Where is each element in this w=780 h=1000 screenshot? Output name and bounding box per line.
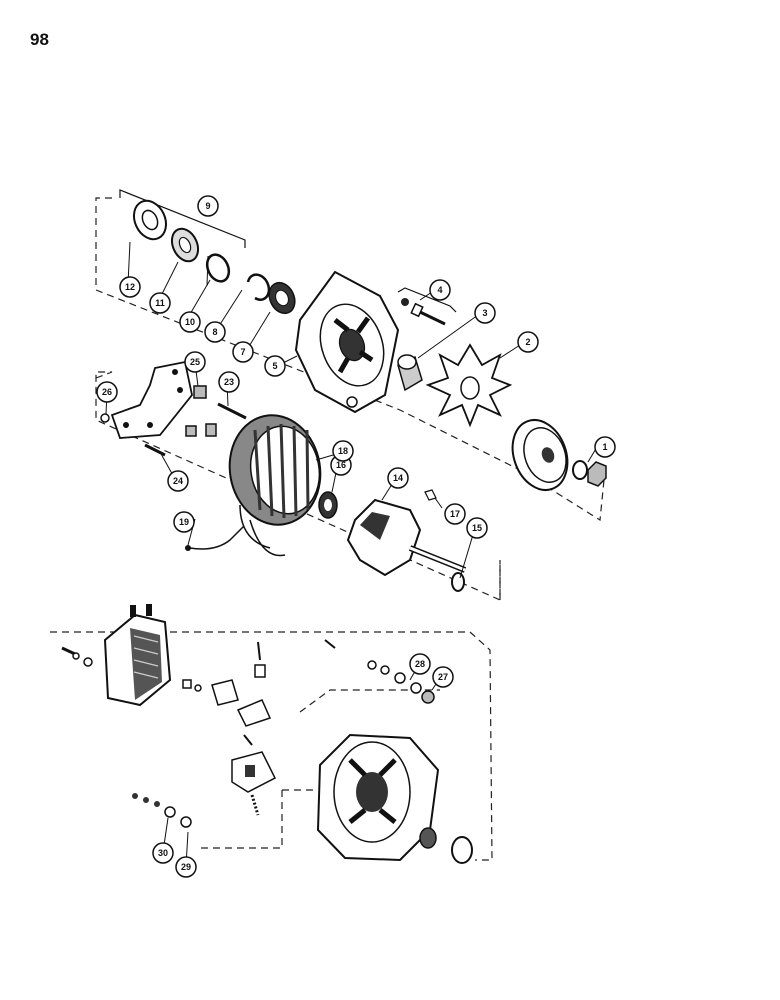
mounting-hardware — [182, 639, 336, 706]
svg-text:25: 25 — [190, 357, 200, 367]
svg-text:7: 7 — [240, 347, 245, 357]
front-group-outline — [95, 197, 606, 522]
svg-text:28: 28 — [415, 659, 425, 669]
svg-text:16: 16 — [336, 460, 346, 470]
callout-3: 3 — [474, 302, 496, 324]
nut-25 — [185, 385, 217, 437]
svg-text:3: 3 — [482, 308, 487, 318]
callout-25: 25 — [184, 351, 206, 373]
key-17 — [424, 489, 437, 501]
svg-text:23: 23 — [224, 377, 234, 387]
svg-text:12: 12 — [125, 282, 135, 292]
bolt-4 — [401, 298, 446, 326]
callout-27: 27 — [432, 666, 454, 688]
brush-link-outline — [200, 790, 283, 849]
callout-28: 28 — [409, 653, 431, 675]
svg-text:26: 26 — [102, 387, 112, 397]
callout-9: 9 — [197, 195, 219, 217]
rear-link-outline — [299, 689, 440, 713]
seal-washer-12 — [132, 199, 168, 241]
brush-holder — [231, 699, 277, 816]
snap-ring-8 — [246, 273, 271, 301]
regulator-screws — [61, 646, 93, 667]
callout-2: 2 — [517, 331, 539, 353]
callout-15: 15 — [466, 517, 488, 539]
svg-text:1: 1 — [602, 442, 607, 452]
spacer-3 — [397, 354, 423, 392]
bearing-7 — [268, 281, 296, 315]
callout-11: 11 — [149, 292, 171, 314]
rotor-14 — [346, 498, 467, 577]
washer-10 — [205, 253, 231, 283]
svg-text:19: 19 — [179, 517, 189, 527]
svg-text:5: 5 — [272, 361, 277, 371]
callout-30: 30 — [152, 842, 174, 864]
kit-bracket — [119, 189, 246, 248]
callout-8: 8 — [204, 321, 226, 343]
callout-4: 4 — [429, 279, 451, 301]
callout-18: 18 — [332, 440, 354, 462]
bearing-16 — [318, 491, 338, 519]
drive-end-frame-5 — [294, 270, 400, 414]
callout-17: 17 — [444, 503, 466, 525]
callout-12: 12 — [119, 276, 141, 298]
stator-18 — [228, 414, 322, 557]
svg-text:18: 18 — [338, 446, 348, 456]
rear-bearing — [419, 827, 473, 864]
screw-23 — [217, 402, 247, 420]
svg-text:8: 8 — [212, 327, 217, 337]
rectifier-bracket-26 — [100, 360, 193, 439]
svg-text:9: 9 — [205, 201, 210, 211]
lower-washers — [132, 793, 192, 828]
callout-5: 5 — [264, 355, 286, 377]
svg-text:30: 30 — [158, 848, 168, 858]
rear-washers — [367, 660, 435, 704]
svg-text:4: 4 — [437, 285, 442, 295]
screw-24 — [144, 443, 166, 457]
pulley — [511, 419, 569, 491]
regulator — [103, 604, 172, 707]
dashed-outlines — [50, 197, 606, 861]
fan-2 — [425, 343, 513, 428]
svg-text:14: 14 — [393, 473, 403, 483]
rear-group-outline — [50, 631, 493, 861]
bolt-bracket — [397, 287, 457, 313]
lead-terminal — [185, 545, 191, 551]
nut-1 — [572, 460, 607, 487]
callout-29: 29 — [175, 856, 197, 878]
felt-washer-11 — [170, 227, 200, 263]
svg-text:2: 2 — [525, 337, 530, 347]
slip-ring-end-frame — [316, 733, 440, 862]
svg-text:10: 10 — [185, 317, 195, 327]
svg-text:29: 29 — [181, 862, 191, 872]
svg-text:17: 17 — [450, 509, 460, 519]
callout-26: 26 — [96, 381, 118, 403]
svg-text:24: 24 — [173, 476, 183, 486]
callout-14: 14 — [387, 467, 409, 489]
callout-23: 23 — [218, 371, 240, 393]
callout-24: 24 — [167, 470, 189, 492]
callout-1: 1 — [594, 436, 616, 458]
callout-19: 19 — [173, 511, 195, 533]
svg-text:11: 11 — [155, 298, 165, 308]
page-number: 98 — [30, 30, 49, 49]
callout-10: 10 — [179, 311, 201, 333]
lead-wire-19 — [189, 525, 245, 550]
ring-15 — [451, 572, 465, 592]
svg-text:15: 15 — [472, 523, 482, 533]
svg-text:27: 27 — [438, 672, 448, 682]
callout-7: 7 — [232, 341, 254, 363]
